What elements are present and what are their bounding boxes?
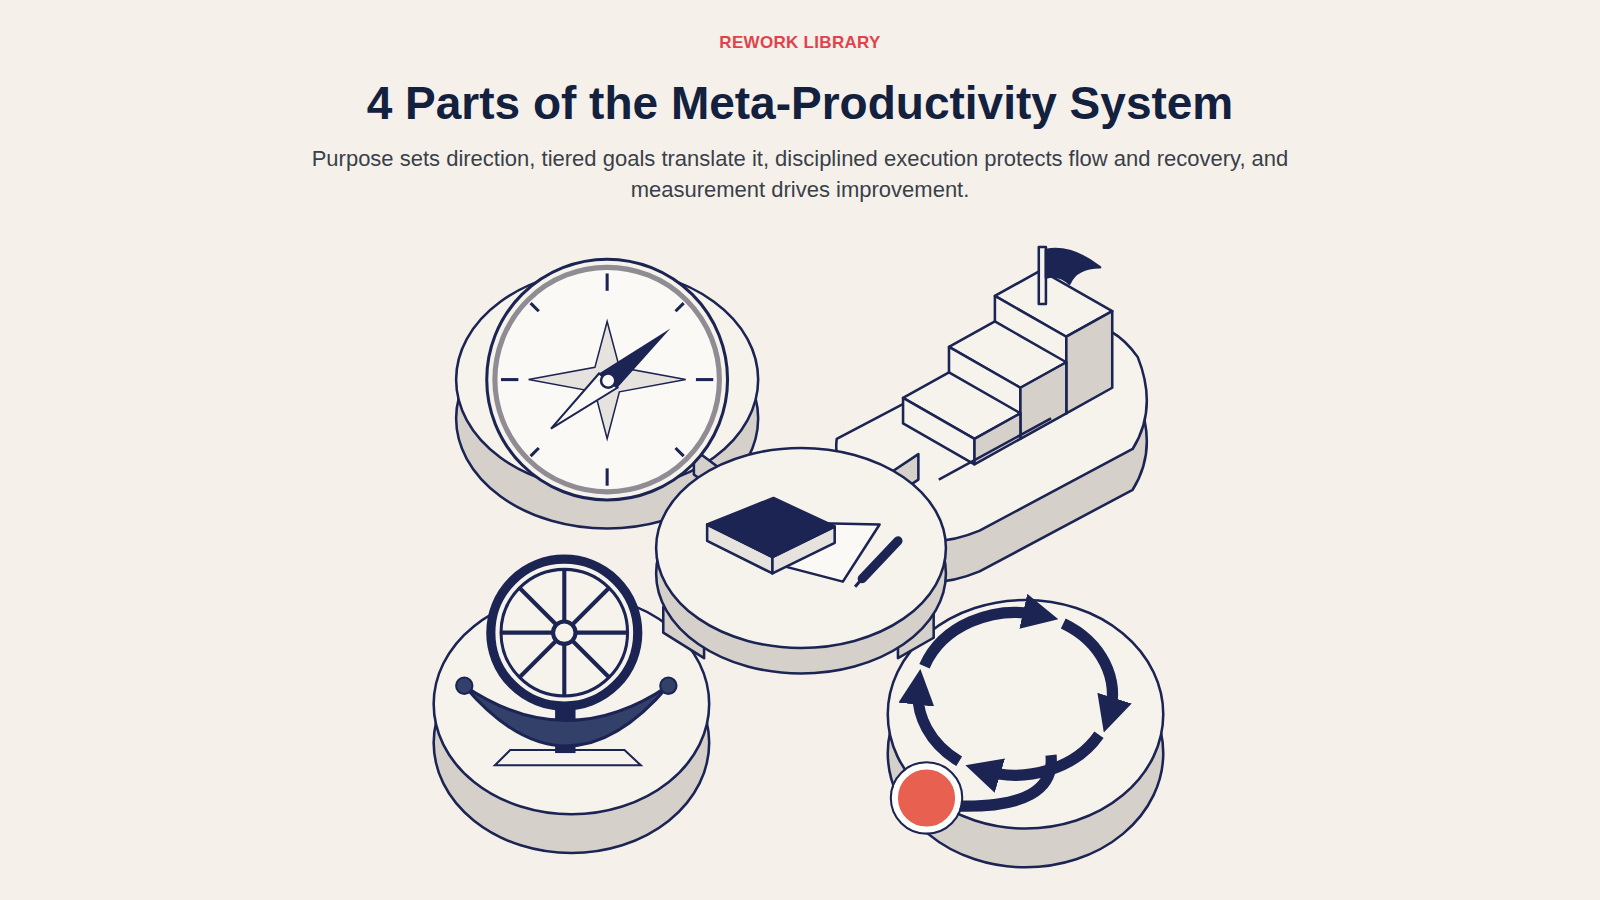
- library-label: REWORK LIBRARY: [0, 33, 1600, 53]
- staircase-icon: [903, 247, 1112, 480]
- cycle-icon: [891, 613, 1113, 834]
- compass-icon: [487, 259, 728, 500]
- diagram-caption: Purpose sets direction, tiered goals tra…: [250, 143, 1350, 205]
- diagram-title: 4 Parts of the Meta-Productivity System: [0, 76, 1600, 130]
- wheel-icon: [456, 559, 676, 765]
- notebook-icon: [707, 498, 898, 587]
